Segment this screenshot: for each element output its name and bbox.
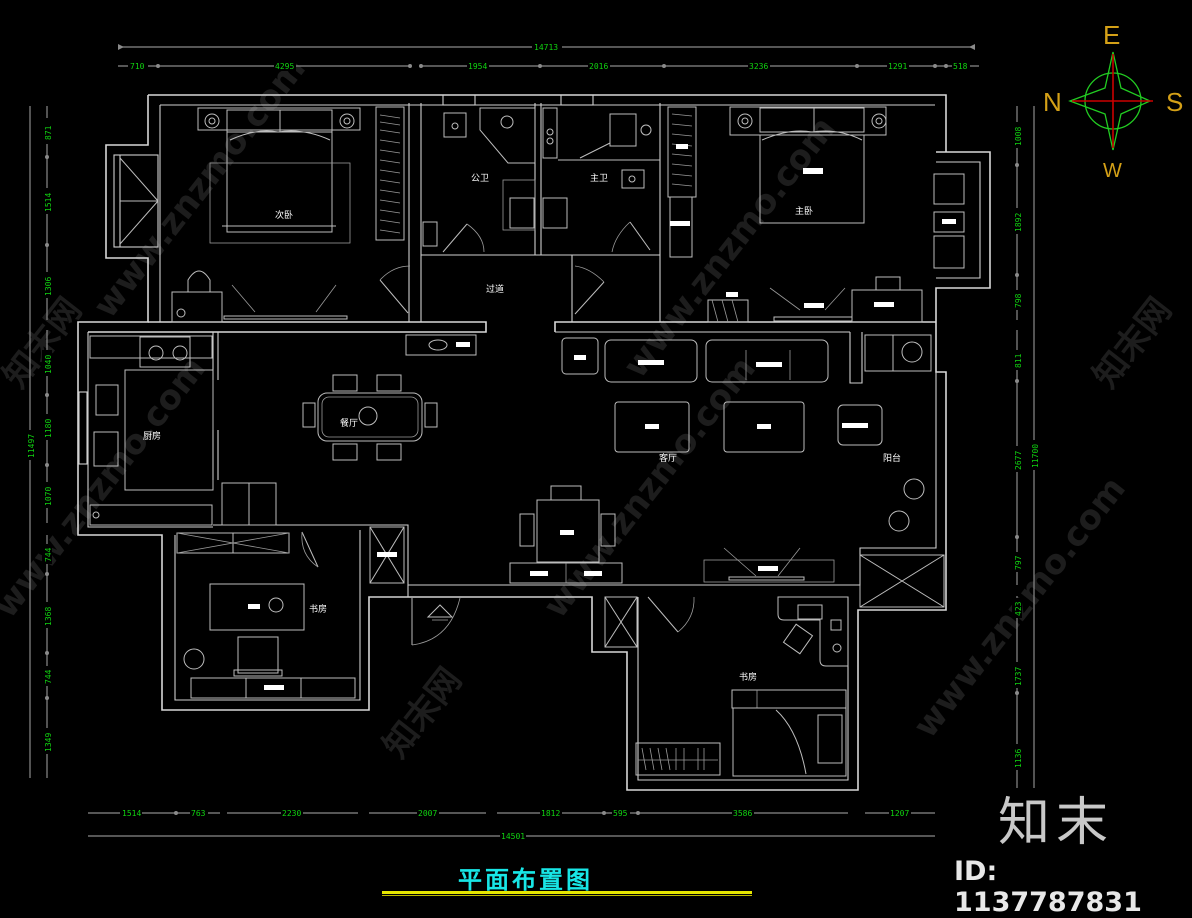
dim-bottom-7: 1207 — [890, 809, 909, 818]
room-label-study-right: 书房 — [739, 671, 757, 683]
dim-right-2: 798 — [1014, 293, 1023, 308]
dim-left-1: 1514 — [44, 193, 53, 212]
study-left: 书房 — [176, 526, 461, 699]
dim-left-5: 1070 — [44, 487, 53, 506]
room-label-balcony: 阳台 — [883, 452, 901, 464]
dim-bottom-total: 14501 — [501, 832, 525, 841]
room-label-master-bath: 主卫 — [590, 172, 608, 184]
study-right: 书房 — [604, 596, 849, 777]
dim-right-8: 1136 — [1014, 749, 1023, 768]
living-room: 客厅 — [509, 337, 835, 584]
second-bedroom: 次卧 — [171, 106, 405, 323]
dim-bottom-1: 763 — [191, 809, 206, 818]
room-label-study-left: 书房 — [309, 603, 327, 615]
dim-left-9: 1349 — [44, 733, 53, 752]
dim-right-3: 811 — [1014, 353, 1023, 368]
dining-area: 餐厅 — [221, 334, 477, 526]
dim-right-6: 423 — [1014, 601, 1023, 616]
dim-left-4: 1180 — [44, 419, 53, 438]
dim-top-total: 14713 — [534, 43, 558, 52]
drawing-title: 平面布置图 — [458, 866, 593, 894]
room-label-kitchen: 厨房 — [143, 430, 161, 442]
outer-walls — [77, 94, 991, 791]
dim-top-2: 1954 — [468, 62, 487, 71]
dim-top-5: 1291 — [888, 62, 907, 71]
dim-left-2: 1306 — [44, 277, 53, 296]
dim-left-6: 744 — [44, 547, 53, 562]
dim-top-0: 710 — [130, 62, 145, 71]
master-bedroom: 主卧 — [667, 106, 965, 323]
watermark-site: www.znzmo.com — [536, 349, 764, 625]
room-label-corridor: 过道 — [486, 283, 504, 295]
title-underline — [382, 891, 752, 894]
compass: E N S W — [1043, 20, 1183, 182]
dim-right-1: 1892 — [1014, 213, 1023, 232]
watermark-site-cn: 知末网 — [0, 291, 90, 396]
dim-bottom-0: 1514 — [122, 809, 141, 818]
watermark-layer: www.znzmo.com www.znzmo.com www.znzmo.co… — [0, 49, 1180, 765]
title-underline-thin — [382, 895, 752, 896]
corridor: 过道 — [379, 265, 605, 315]
dim-top-3: 2016 — [589, 62, 608, 71]
room-label-second-bedroom: 次卧 — [275, 209, 293, 221]
watermark-site-cn: 知末网 — [1086, 291, 1180, 396]
dim-bottom-4: 1812 — [541, 809, 560, 818]
watermark-id: ID: 1137787831 — [954, 856, 1142, 918]
bathrooms: 公卫 主卫 — [422, 107, 660, 253]
interior-walls — [88, 94, 936, 598]
balcony: 阳台 — [837, 334, 945, 608]
dim-bottom-3: 2007 — [418, 809, 437, 818]
room-label-living: 客厅 — [659, 452, 677, 464]
room-label-public-bath: 公卫 — [471, 173, 489, 184]
dim-left-7: 1368 — [44, 607, 53, 626]
dim-right-7: 1737 — [1014, 667, 1023, 686]
compass-north-label: N — [1043, 87, 1062, 117]
watermark-site: www.znzmo.com — [616, 109, 844, 385]
dim-right-0: 1008 — [1014, 127, 1023, 146]
dim-right-4: 2677 — [1014, 451, 1023, 470]
kitchen: 厨房 — [89, 335, 214, 526]
compass-south-label: S — [1166, 87, 1183, 117]
watermark-brand-logo: 知末 — [998, 793, 1115, 853]
compass-west-label: W — [1103, 160, 1122, 182]
watermark-site-cn: 知末网 — [376, 661, 470, 766]
left-dimensions: 11497 871 1514 1306 1040 1180 1070 744 1… — [25, 106, 53, 778]
room-label-dining: 餐厅 — [340, 417, 358, 429]
dim-left-0: 871 — [44, 125, 53, 140]
watermark-site: www.znzmo.com — [0, 349, 214, 625]
dim-bottom-6: 3586 — [733, 809, 752, 818]
dim-top-4: 3236 — [749, 62, 768, 71]
top-dimensions: 14713 710 4295 1954 2016 3236 1291 518 — [118, 42, 979, 71]
dim-bottom-2: 2230 — [282, 809, 301, 818]
dim-right-total: 11700 — [1031, 444, 1040, 468]
dim-top-1: 4295 — [275, 62, 294, 71]
bottom-dimensions: 1514 763 2230 2007 1812 595 3586 1207 14… — [88, 808, 935, 841]
dim-left-8: 744 — [44, 669, 53, 684]
dim-right-5: 797 — [1014, 555, 1023, 570]
dim-top-6: 518 — [953, 62, 968, 71]
room-label-master-bedroom: 主卧 — [795, 205, 813, 217]
dim-left-total: 11497 — [27, 434, 36, 458]
dim-left-3: 1040 — [44, 355, 53, 374]
dim-bottom-5: 595 — [613, 809, 628, 818]
right-dimensions: 11700 1008 1892 798 811 2677 797 423 173… — [1012, 106, 1040, 788]
compass-east-label: E — [1103, 20, 1120, 50]
